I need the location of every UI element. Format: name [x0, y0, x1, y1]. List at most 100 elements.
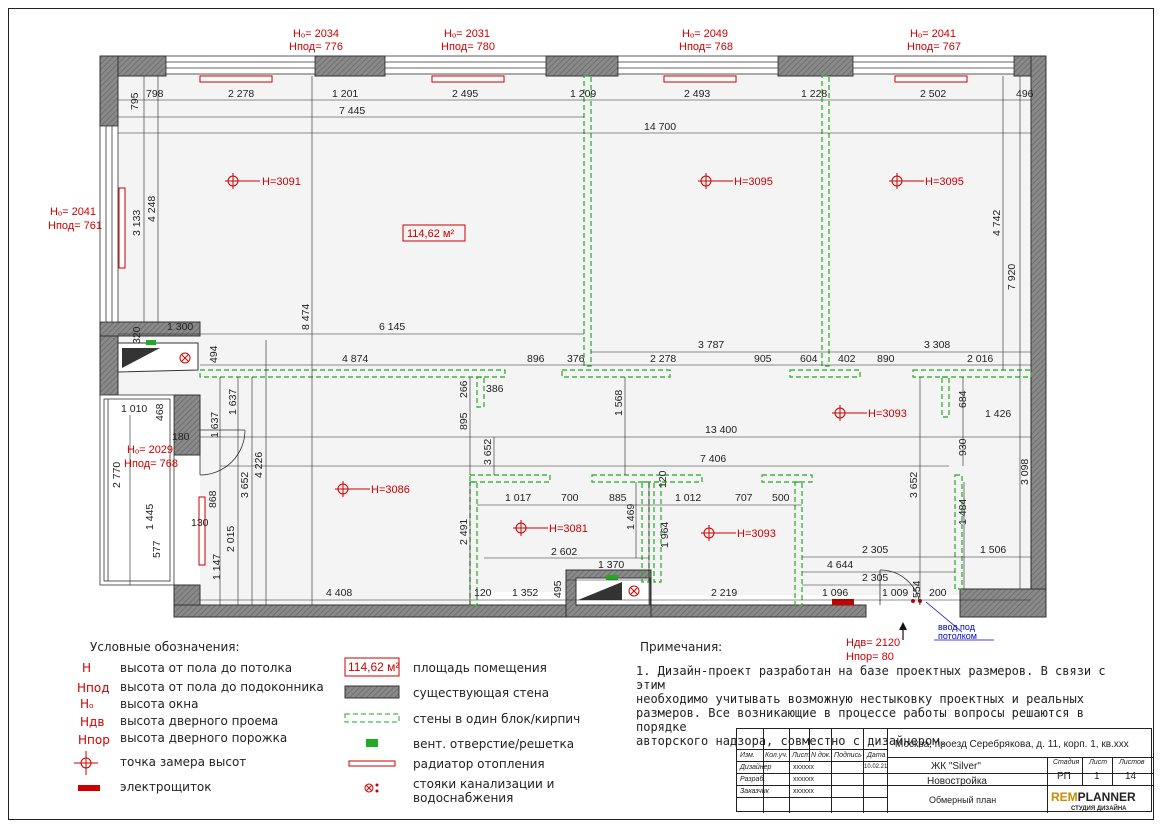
dim-row4-8: 890 — [877, 353, 895, 365]
dim-3652a: 3 652 — [482, 439, 494, 465]
dim-868: 868 — [207, 490, 219, 508]
stamp-name-2: xxxxxx — [793, 776, 814, 783]
stamp-role-1: Дизайнер — [740, 764, 772, 771]
height-2: H=3095 — [734, 176, 773, 188]
dim-3652c: 3 652 — [908, 472, 920, 498]
dim-2219: 2 219 — [711, 587, 737, 599]
entry-arrow-icon — [899, 622, 907, 640]
stamp-h-koluch: Кол.уч. — [765, 752, 788, 759]
dim-2015: 2 015 — [225, 526, 237, 552]
legend-text-wall: существующая стена — [413, 686, 550, 700]
legend-text-panel: электрощиток — [120, 780, 212, 794]
stamp-h-ndok: N док. — [811, 752, 832, 759]
legend-symbols — [74, 657, 400, 793]
stamp-name-1: xxxxxx — [793, 764, 814, 771]
dim-468: 468 — [154, 403, 166, 421]
dim-495: 495 — [552, 580, 564, 598]
dim-2305a: 2 305 — [862, 544, 888, 556]
dim-top-4: 2 495 — [452, 88, 478, 100]
balcony — [99, 394, 175, 586]
dim-4408: 4 408 — [326, 587, 352, 599]
dim-1096: 1 096 — [822, 587, 848, 599]
dimension-lines — [118, 76, 1032, 605]
dim-top-1: 798 — [146, 88, 164, 100]
dim-1964: 1 964 — [659, 522, 671, 548]
dim-top-7: 1 228 — [801, 88, 827, 100]
shaft-1 — [117, 340, 199, 373]
dim-3098: 3 098 — [1019, 459, 1031, 485]
legend-text-partition: стены в один блок/кирпич — [413, 712, 581, 726]
dim-200: 200 — [929, 587, 947, 599]
dim-mid-4: 120 — [657, 470, 669, 488]
dim-row4-7: 402 — [838, 353, 856, 365]
height-1: H=3091 — [262, 176, 301, 188]
radiators — [118, 75, 968, 566]
height-7: H=3093 — [737, 528, 776, 540]
door-entry-h-por: Hпор= 80 — [846, 651, 894, 663]
dim-top-9: 496 — [1016, 88, 1034, 100]
dim-row4-5: 905 — [754, 353, 772, 365]
dim-2770: 2 770 — [111, 462, 123, 488]
stamp-sheet-title: Обмерный план — [929, 795, 997, 805]
stamp-sheets: 14 — [1125, 771, 1137, 782]
stamp-address: Москва, проезд Серебрякова, д. 11, корп.… — [895, 739, 1129, 750]
dim-1568: 1 568 — [613, 390, 625, 416]
stamp-h-podpis: Подпись — [834, 752, 862, 759]
dim-795: 795 — [129, 92, 141, 110]
entry-riser-icon — [911, 599, 922, 603]
dim-8474: 8 474 — [300, 304, 312, 330]
dim-1300: 1 300 — [167, 321, 193, 333]
stamp-date-1: 10.02.21 — [864, 764, 888, 770]
dim-top-6: 2 493 — [684, 88, 710, 100]
legend-sym-h: H — [82, 661, 92, 675]
window-balcony-h-pod: Hпод= 768 — [124, 458, 178, 470]
dimension-labels: 798 2 278 1 201 2 495 1 209 2 493 1 228 … — [111, 88, 1034, 599]
window-top-1 — [165, 55, 316, 75]
dim-554: 554 — [911, 580, 923, 598]
notes-body: 1. Дизайн-проект разработан на базе прое… — [636, 664, 1136, 748]
dim-13400: 13 400 — [705, 424, 737, 436]
dim-4644: 4 644 — [827, 559, 853, 571]
dim-row4-6: 604 — [800, 353, 818, 365]
area-box — [402, 224, 466, 242]
dim-1484: 1 484 — [957, 499, 969, 525]
dim-7406: 7 406 — [700, 453, 726, 465]
legend-text-hpod: высота от пола до подоконника — [120, 680, 324, 694]
dim-3133: 3 133 — [131, 210, 143, 236]
window-top-4-h-pod: Hпод= 767 — [907, 41, 961, 53]
window-top-2 — [384, 55, 547, 75]
window-left-h-o: Hₒ= 2041 — [50, 206, 96, 218]
dim-row4-2: 896 — [527, 353, 545, 365]
dim-130: 130 — [191, 517, 209, 529]
dim-1426: 1 426 — [985, 408, 1011, 420]
stamp-h-list: Лист — [792, 752, 811, 759]
window-top-3-h-o: Hₒ= 2049 — [682, 28, 728, 40]
dim-mid-6: 707 — [735, 492, 753, 504]
remplanner-logo: REMPLANNER СТУДИЯ ДИЗАЙНА — [1051, 788, 1136, 812]
legend-sym-hpor: Hпор — [78, 733, 110, 747]
dim-row4-9: 2 016 — [967, 353, 993, 365]
dim-7445: 7 445 — [339, 105, 365, 117]
dim-2602: 2 602 — [551, 546, 577, 558]
dim-494: 494 — [208, 345, 220, 363]
window-top-3-h-pod: Hпод= 768 — [679, 41, 733, 53]
stamp-role-3: Заказчик — [740, 788, 769, 795]
height-5: H=3086 — [371, 484, 410, 496]
height-4: H=3093 — [868, 408, 907, 420]
notes-line-3: размеров. Все возникающие в процессе раб… — [636, 706, 1084, 734]
dim-top-5: 1 209 — [570, 88, 596, 100]
height-markers — [225, 173, 924, 541]
window-top-4 — [852, 55, 1015, 75]
stamp-sheets-h: Листов — [1119, 759, 1145, 766]
legend-text-h: высота от пола до потолка — [120, 661, 293, 675]
window-left — [99, 125, 119, 323]
title-block: Изм. Кол.уч. Лист N док. Подпись Дата Ди… — [736, 728, 1153, 813]
dim-1370: 1 370 — [598, 559, 624, 571]
logo-planner: PLANNER — [1077, 790, 1136, 804]
dim-4226: 4 226 — [253, 452, 265, 478]
window-left-h-pod: Hпод= 761 — [48, 220, 102, 232]
dim-930: 930 — [957, 438, 969, 456]
dim-mid-5: 1 012 — [675, 492, 701, 504]
dim-1147: 1 147 — [211, 554, 223, 580]
dim-120: 120 — [474, 587, 492, 599]
